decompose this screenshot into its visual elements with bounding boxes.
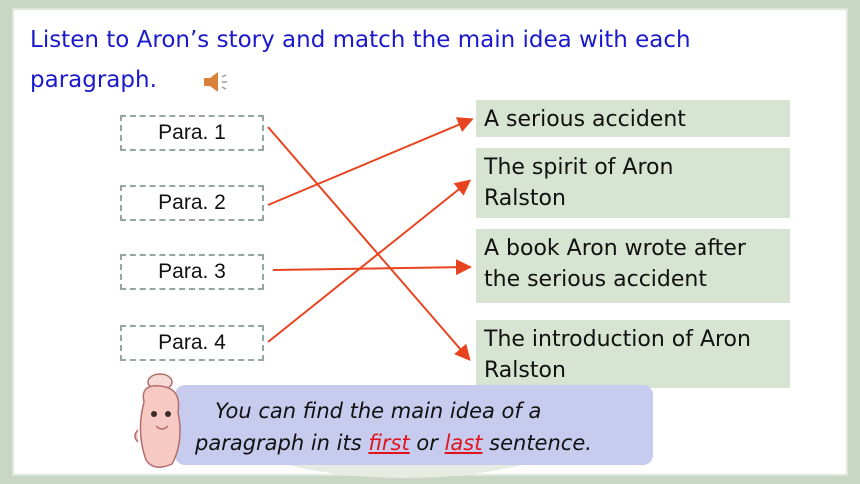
idea-box-4[interactable]: The introduction of Aron Ralston: [476, 320, 790, 388]
tip-first: first: [368, 431, 410, 455]
para-1-label: Para. 1: [158, 121, 226, 144]
arrow-para-3-to-idea-3: [272, 259, 472, 276]
instruction-line-1: Listen to Aron’s story and match the mai…: [30, 27, 691, 53]
arrow-para-1-to-idea-4: [267, 126, 471, 362]
speaker-icon[interactable]: [202, 67, 232, 92]
instruction-text: Listen to Aron’s story and match the mai…: [30, 20, 790, 100]
idea-4-line-1: The introduction of Aron: [484, 327, 751, 352]
para-1-box[interactable]: Para. 1: [120, 115, 264, 151]
tip-text-a: paragraph in its: [195, 431, 369, 455]
instruction-line-2-text: paragraph.: [30, 67, 157, 93]
arrow-para-4-to-idea-2: [267, 179, 472, 343]
tip-or: or: [409, 431, 445, 455]
idea-box-2[interactable]: The spirit of Aron Ralston: [476, 148, 790, 218]
idea-box-3[interactable]: A book Aron wrote after the serious acci…: [476, 229, 790, 303]
para-3-label: Para. 3: [158, 260, 226, 283]
tip-line-1: You can find the main idea of a: [215, 399, 542, 423]
idea-box-1[interactable]: A serious accident: [476, 100, 790, 137]
tip-text-b: sentence.: [482, 431, 592, 455]
mascot-icon: [134, 373, 181, 468]
para-2-label: Para. 2: [158, 191, 226, 214]
para-4-box[interactable]: Para. 4: [120, 325, 264, 361]
idea-2-line-2: Ralston: [484, 186, 566, 211]
para-2-box[interactable]: Para. 2: [120, 185, 264, 221]
idea-3-line-1: A book Aron wrote after: [484, 236, 746, 261]
idea-3-line-2: the serious accident: [484, 267, 707, 292]
para-4-label: Para. 4: [158, 331, 226, 354]
arrow-para-2-to-idea-1: [267, 117, 474, 206]
idea-2-line-1: The spirit of Aron: [484, 155, 674, 180]
instruction-line-2: paragraph.: [30, 60, 790, 100]
para-3-box[interactable]: Para. 3: [120, 254, 264, 290]
tip-line-2: paragraph in its first or last sentence.: [195, 431, 592, 455]
idea-4-line-2: Ralston: [484, 358, 566, 383]
idea-1-line-1: A serious accident: [484, 107, 686, 132]
tip-last: last: [444, 431, 483, 455]
tip-callout: You can find the main idea of a paragrap…: [175, 385, 653, 465]
